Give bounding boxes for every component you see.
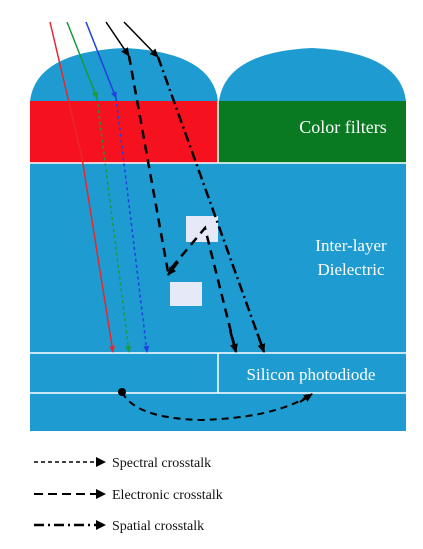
legend-label-spectral: Spectral crosstalk	[112, 456, 211, 471]
microlens-left	[30, 48, 218, 101]
legend-label-spatial: Spatial crosstalk	[112, 519, 204, 534]
inter-layer-label-line2: Dielectric	[317, 260, 384, 279]
red-ray	[49, 21, 116, 353]
spatial-crosstalk-ray-dash-dot	[123, 21, 266, 353]
legend-label-electronic: Electronic crosstalk	[112, 488, 223, 503]
substrate-layer	[30, 393, 406, 431]
metal-block-upper	[186, 216, 218, 242]
legend-item-spectral: Spectral crosstalk	[34, 456, 211, 471]
blue-ray	[85, 21, 150, 353]
inter-layer-dielectric	[30, 163, 406, 353]
watermark-text: 知乎 @Yvon Shong	[265, 511, 404, 529]
red-color-filter	[30, 101, 218, 163]
legend-item-electronic: Electronic crosstalk	[34, 488, 223, 503]
microlens-right	[219, 48, 406, 101]
color-filters-label: Color filters	[299, 117, 387, 137]
electronic-crosstalk-path	[118, 388, 313, 422]
legend-item-spatial: Spatial crosstalk	[34, 519, 204, 534]
inter-layer-label-line1: Inter-layer	[315, 236, 387, 255]
spatial-crosstalk-ray-dashed	[105, 21, 238, 353]
green-color-filter	[218, 101, 406, 163]
metal-block-lower	[170, 282, 202, 306]
silicon-photodiode-label: Silicon photodiode	[247, 365, 376, 384]
legend: Spectral crosstalk Electronic crosstalk …	[34, 456, 223, 534]
green-ray	[66, 21, 132, 353]
